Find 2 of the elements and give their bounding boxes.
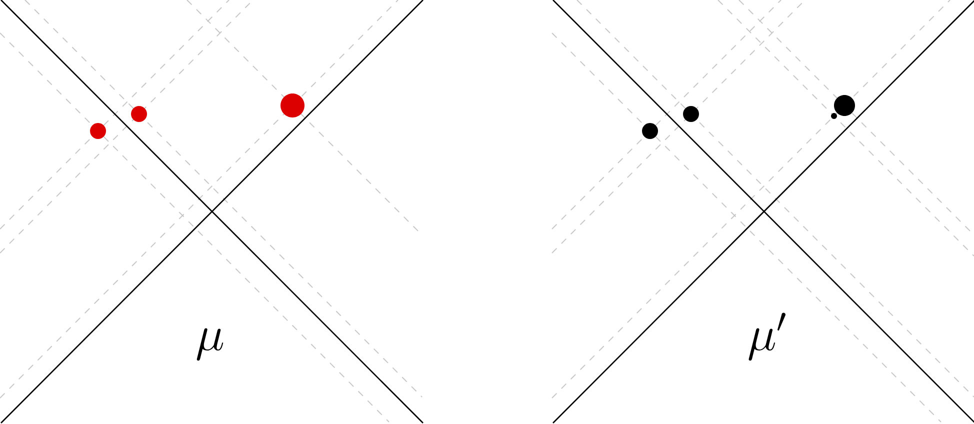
panel-label: $\mu'$ [748, 312, 786, 361]
panel-label: $\mu$ [196, 328, 224, 361]
